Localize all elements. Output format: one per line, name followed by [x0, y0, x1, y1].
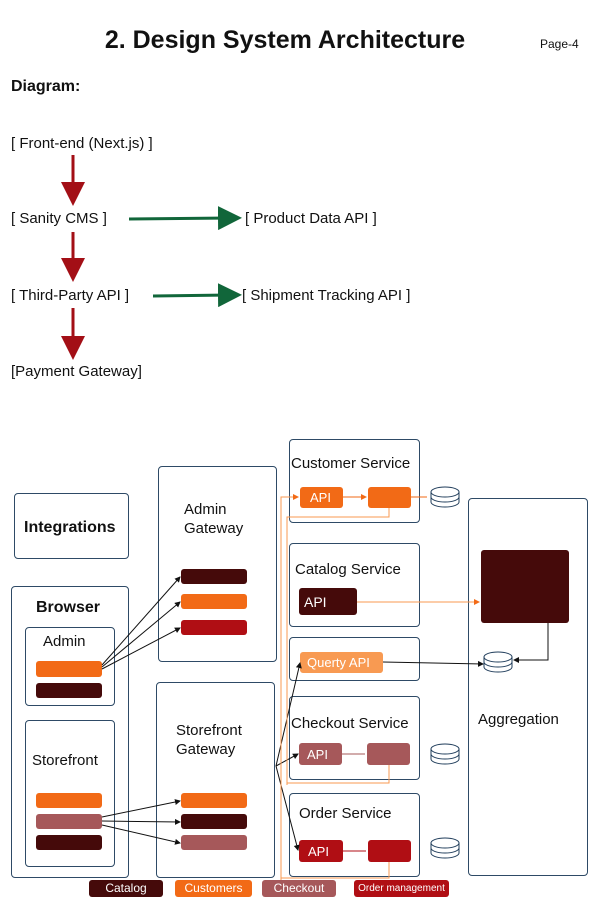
admin-gateway-catalog-pill: [181, 569, 247, 584]
legend-customers: Customers: [175, 880, 252, 897]
storefront-gateway-checkout-pill: [181, 835, 247, 850]
page-title: 2. Design System Architecture: [104, 26, 466, 54]
connector-admin-catalog: [101, 576, 181, 666]
order-service-label: Order Service: [299, 805, 392, 822]
browser-label: Browser: [36, 599, 101, 616]
integrations-label: Integrations: [24, 519, 116, 536]
flow-checkout-down: [287, 765, 390, 784]
arrow-third-party-to-shipment: [152, 283, 242, 308]
connector-query-db: [382, 660, 484, 667]
storefront-gateway-catalog-pill: [181, 814, 247, 829]
admin-gateway-customers-pill: [181, 594, 247, 609]
storefront-gateway-label: Storefront Gateway: [176, 722, 242, 758]
storefront-checkout-pill: [36, 814, 102, 829]
flow-to-customer-api: [280, 494, 299, 880]
customer-service-box: [289, 439, 420, 523]
node-third-party-api: [ Third-Party API ]: [11, 287, 130, 304]
admin-customers-pill: [36, 661, 102, 677]
admin-catalog-pill: [36, 683, 102, 698]
connector-storefront-checkout: [101, 824, 181, 845]
query-db-icon: [483, 651, 513, 673]
node-frontend: [ Front-end (Next.js) ]: [11, 135, 153, 152]
connector-storefront-catalog: [101, 818, 181, 825]
admin-label: Admin: [43, 633, 86, 650]
flow-order-down: [281, 862, 390, 879]
node-sanity-cms: [ Sanity CMS ]: [11, 210, 107, 227]
node-shipment-tracking-api: [ Shipment Tracking API ]: [242, 287, 411, 304]
order-db-icon: [430, 837, 460, 859]
customer-db-icon: [430, 486, 460, 508]
connector-gateway-order: [275, 765, 300, 851]
connector-aggregation-db: [513, 623, 549, 663]
connector-gateway-query: [275, 662, 302, 767]
catalog-service-label: Catalog Service: [295, 561, 401, 578]
legend-order-management: Order management: [354, 880, 449, 897]
page-number: Page-4: [540, 37, 579, 51]
query-api-pill: Querty API: [300, 652, 383, 673]
order-store-pill: [368, 840, 411, 862]
storefront-catalog-pill: [36, 835, 102, 850]
catalog-api-pill: API: [299, 588, 357, 615]
customer-api-pill: API: [300, 487, 343, 508]
connector-admin-customers: [101, 601, 181, 668]
storefront-customers-pill: [36, 793, 102, 808]
aggregation-label: Aggregation: [478, 711, 559, 728]
checkout-api-pill: API: [299, 743, 342, 765]
order-api-pill: API: [299, 840, 343, 862]
legend-checkout: Checkout: [262, 880, 336, 897]
diagram-heading: Diagram:: [11, 78, 81, 95]
customer-service-label: Customer Service: [291, 455, 411, 472]
node-product-data-api: [ Product Data API ]: [245, 210, 377, 227]
storefront-gateway-customers-pill: [181, 793, 247, 808]
arrow-sanity-to-product-api: [128, 206, 242, 231]
checkout-service-label: Checkout Service: [291, 715, 409, 732]
admin-gateway-order-pill: [181, 620, 247, 635]
admin-gateway-label: Admin Gateway: [184, 501, 244, 537]
checkout-db-icon: [430, 743, 460, 765]
checkout-store-pill: [367, 743, 410, 765]
connector-admin-order: [101, 627, 181, 670]
integrations-box: [14, 493, 129, 559]
aggregation-store-block: [481, 550, 569, 623]
connector-storefront-customers: [101, 799, 181, 818]
order-service-box: [289, 793, 420, 877]
customer-store-pill: [368, 487, 411, 508]
flow-customer-down: [286, 508, 390, 785]
checkout-service-box: [289, 696, 420, 780]
storefront-label: Storefront: [32, 752, 98, 769]
node-payment-gateway: [Payment Gateway]: [11, 363, 142, 380]
legend-catalog: Catalog: [89, 880, 163, 897]
